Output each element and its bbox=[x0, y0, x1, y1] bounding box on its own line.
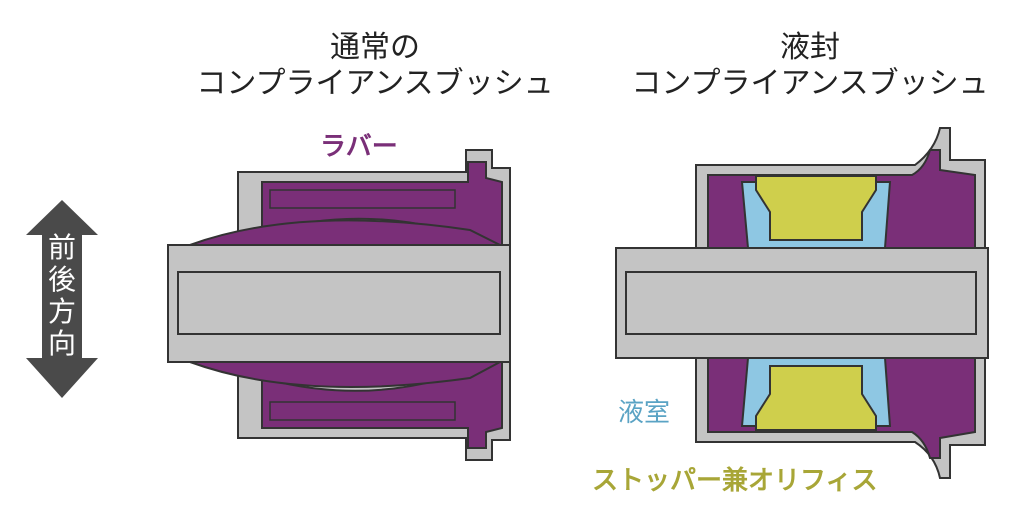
right-title: 液封 コンプライアンスブッシュ bbox=[620, 30, 1000, 102]
left-title: 通常の コンプライアンスブッシュ bbox=[190, 30, 560, 102]
arrow-char-3: 方 bbox=[47, 295, 76, 328]
right-title-line2: コンプライアンスブッシュ bbox=[631, 66, 989, 101]
left-title-line2: コンプライアンスブッシュ bbox=[196, 66, 554, 101]
arrow-char-2: 後 bbox=[47, 263, 76, 296]
fluid-bushing bbox=[615, 127, 989, 479]
right-title-line1: 液封 bbox=[780, 30, 840, 65]
normal-inner-pipe bbox=[167, 244, 511, 363]
fluid-inner-pipe bbox=[615, 247, 989, 359]
normal-rubber-bulge-upper bbox=[189, 219, 501, 246]
left-title-line1: 通常の bbox=[330, 30, 420, 65]
arrow-char-4: 向 bbox=[47, 327, 76, 360]
normal-bushing bbox=[167, 149, 511, 461]
front-back-arrow-shape bbox=[26, 200, 98, 398]
fluid-chamber-label: 液室 bbox=[618, 398, 671, 428]
stopper-lower bbox=[755, 365, 877, 431]
front-back-direction-label: 前 後 方 向 bbox=[42, 232, 82, 360]
stopper-orifice-label: ストッパー兼オリフィス bbox=[592, 466, 878, 496]
arrow-char-1: 前 bbox=[47, 231, 76, 264]
normal-rubber-bulge-lower bbox=[189, 361, 501, 388]
rubber-label: ラバー bbox=[320, 132, 398, 162]
stopper-upper bbox=[755, 175, 877, 241]
